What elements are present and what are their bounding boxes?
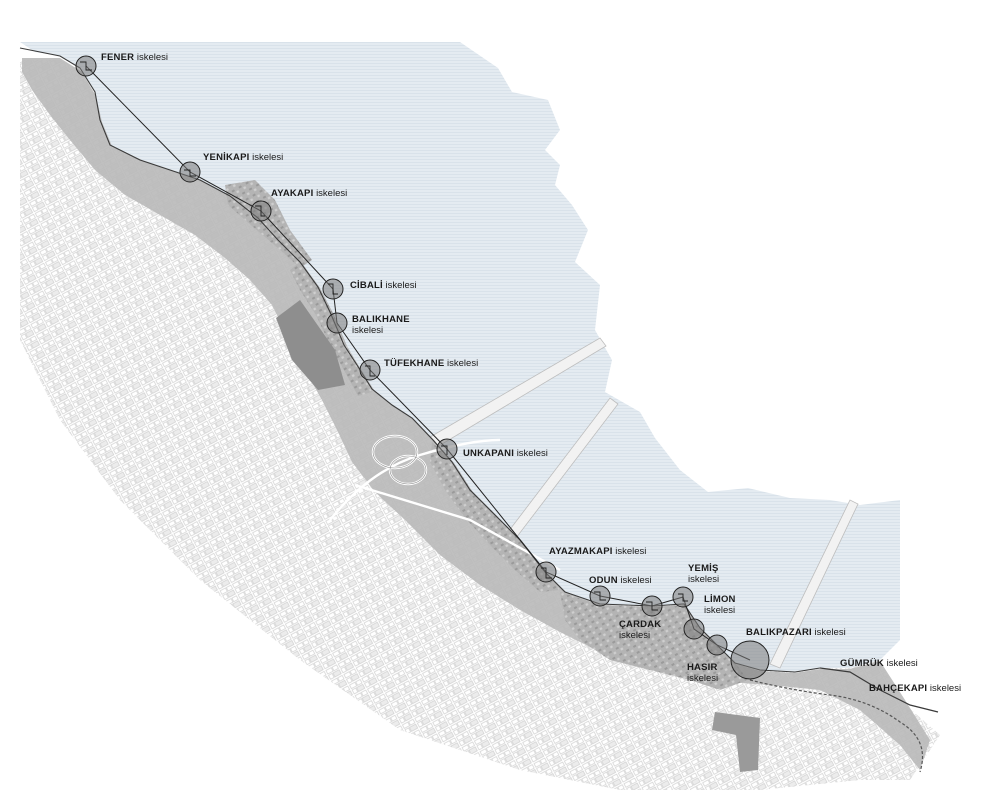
label-unkapani-name: UNKAPANI [463, 448, 515, 459]
pier-marker-limon[interactable] [683, 618, 705, 640]
label-cibali-suffix: iskelesi [385, 280, 417, 291]
label-gumruk-name: GÜMRÜK [840, 658, 884, 669]
label-odun-suffix: iskelesi [620, 575, 652, 586]
label-limon-suffix: iskelesi [704, 605, 736, 616]
pier-marker-balikhane[interactable] [326, 312, 348, 334]
label-ayakapi-name: AYAKAPI [271, 188, 314, 199]
label-odun: ODUN iskelesi [589, 575, 652, 586]
pier-marker-hasir[interactable] [706, 634, 728, 656]
label-hasir-name: HASIR [687, 662, 718, 673]
label-yenikapi-suffix: iskelesi [252, 152, 284, 163]
highlight-zone-ayakapi [225, 180, 312, 268]
gumruk-quay-edge [819, 667, 939, 713]
label-unkapani: UNKAPANI iskelesi [463, 448, 548, 459]
bridge-lower [769, 499, 859, 669]
label-ayazmakapi-suffix: iskelesi [615, 546, 647, 557]
label-balikhane: BALIKHANE iskelesi [352, 314, 410, 336]
label-yenikapi: YENİKAPI iskelesi [203, 152, 283, 163]
label-cardak: ÇARDAK iskelesi [619, 619, 661, 641]
highlight-zone-unkapani [430, 442, 560, 592]
label-gumruk-suffix: iskelesi [886, 658, 918, 669]
label-hasir: HASIR iskelesi [687, 662, 718, 684]
label-cardak-name: ÇARDAK [619, 619, 662, 630]
label-cardak-suffix: iskelesi [619, 630, 651, 641]
label-ayakapi: AYAKAPI iskelesi [271, 188, 347, 199]
label-balikhane-suffix: iskelesi [352, 325, 384, 336]
label-fener-suffix: iskelesi [136, 52, 168, 63]
label-cibali: CİBALİ iskelesi [350, 280, 417, 291]
label-limon: LİMON iskelesi [704, 594, 736, 616]
highway-interchange-outline [372, 435, 427, 485]
label-ayazmakapi-name: AYAZMAKAPI [549, 546, 613, 557]
label-bahcekapi-suffix: iskelesi [929, 683, 962, 694]
label-bahcekapi: BAHÇEKAPI iskelesi [869, 683, 961, 694]
label-balikpazari-suffix: iskelesi [814, 627, 846, 638]
label-tufekhane: TÜFEKHANE iskelesi [384, 358, 478, 369]
waterfront-corridor [22, 58, 930, 770]
label-tufekhane-suffix: iskelesi [447, 358, 479, 369]
harbor-quay [712, 712, 760, 772]
label-tufekhane-name: TÜFEKHANE [384, 358, 445, 369]
label-yenikapi-name: YENİKAPI [203, 152, 250, 163]
label-fener-name: FENER [101, 52, 135, 63]
label-bahcekapi-name: BAHÇEKAPI [869, 683, 928, 694]
label-balikpazari-name: BALIKPAZARI [746, 627, 812, 638]
label-balikhane-name: BALIKHANE [352, 314, 410, 325]
label-limon-name: LİMON [704, 594, 736, 605]
label-fener: FENER iskelesi [101, 52, 168, 63]
pier-marker-balikpazari[interactable] [730, 640, 770, 680]
label-balikpazari: BALIKPAZARI iskelesi [746, 627, 846, 638]
label-unkapani-suffix: iskelesi [516, 448, 548, 459]
label-hasir-suffix: iskelesi [687, 673, 719, 684]
highlight-zone-eminonu [560, 592, 748, 690]
label-ayakapi-suffix: iskelesi [316, 188, 348, 199]
large-building-block [276, 300, 345, 390]
label-cibali-name: CİBALİ [350, 280, 383, 291]
label-gumruk: GÜMRÜK iskelesi [840, 658, 918, 669]
label-ayazmakapi: AYAZMAKAPI iskelesi [549, 546, 646, 557]
railway-line [749, 679, 924, 773]
label-yemis: YEMİŞ iskelesi [688, 563, 719, 585]
label-yemis-suffix: iskelesi [688, 574, 720, 585]
label-yemis-name: YEMİŞ [688, 563, 719, 574]
label-odun-name: ODUN [589, 575, 618, 586]
